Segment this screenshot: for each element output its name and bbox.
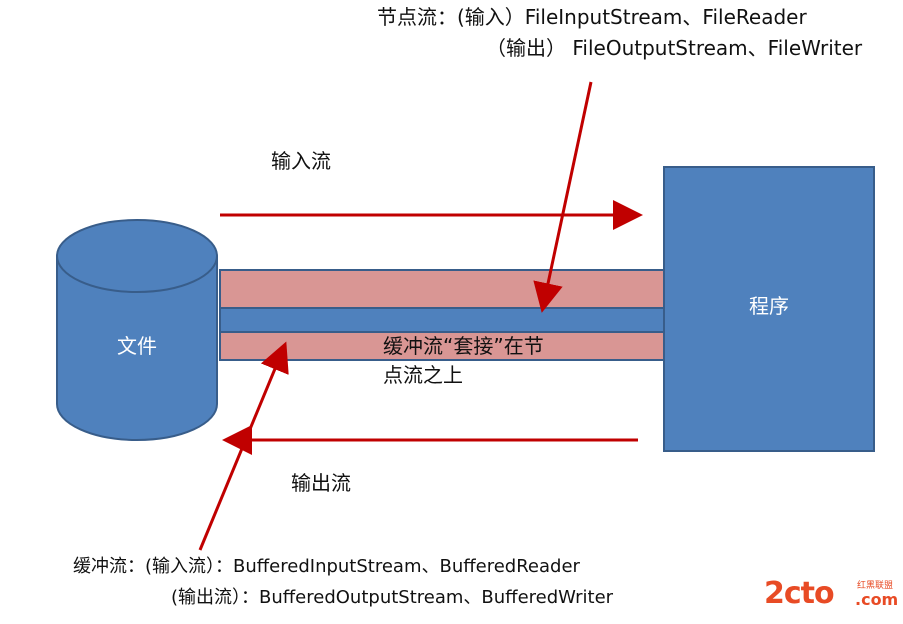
buffered-stream-title-line2: (输出流）：BufferedOutputStream、BufferedWrite… [171, 587, 614, 608]
site-watermark: 2cto 红黑联盟 .com [764, 576, 899, 612]
buffered-stream-title-line1: 缓冲流：(输入流）：BufferedInputStream、BufferedRe… [73, 556, 580, 577]
inner-stream-band [219, 307, 665, 333]
node-stream-title-line1: 节点流：(输入）FileInputStream、FileReader [377, 5, 807, 29]
node-stream-pointer-arrow [533, 81, 593, 313]
file-cylinder [56, 219, 218, 441]
watermark-sub: 红黑联盟 [857, 581, 894, 591]
buffered-stream-pointer-arrow [198, 341, 289, 551]
buffered-wrap-note-line2: 点流之上 [383, 363, 463, 387]
output-stream-label: 输出流 [291, 471, 351, 495]
node-stream-title-line2: （输出） FileOutputStream、FileWriter [486, 36, 863, 60]
buffered-wrap-note-line1: 缓冲流“套接”在节 [383, 334, 544, 358]
input-stream-label: 输入流 [271, 149, 331, 173]
program-label: 程序 [749, 294, 789, 318]
program-box [663, 166, 875, 452]
file-label: 文件 [117, 334, 157, 358]
watermark-main: 2cto [764, 576, 835, 611]
upper-node-stream-band [219, 269, 665, 309]
watermark-dotcom: .com [855, 590, 899, 609]
lower-node-stream-band [219, 331, 665, 361]
